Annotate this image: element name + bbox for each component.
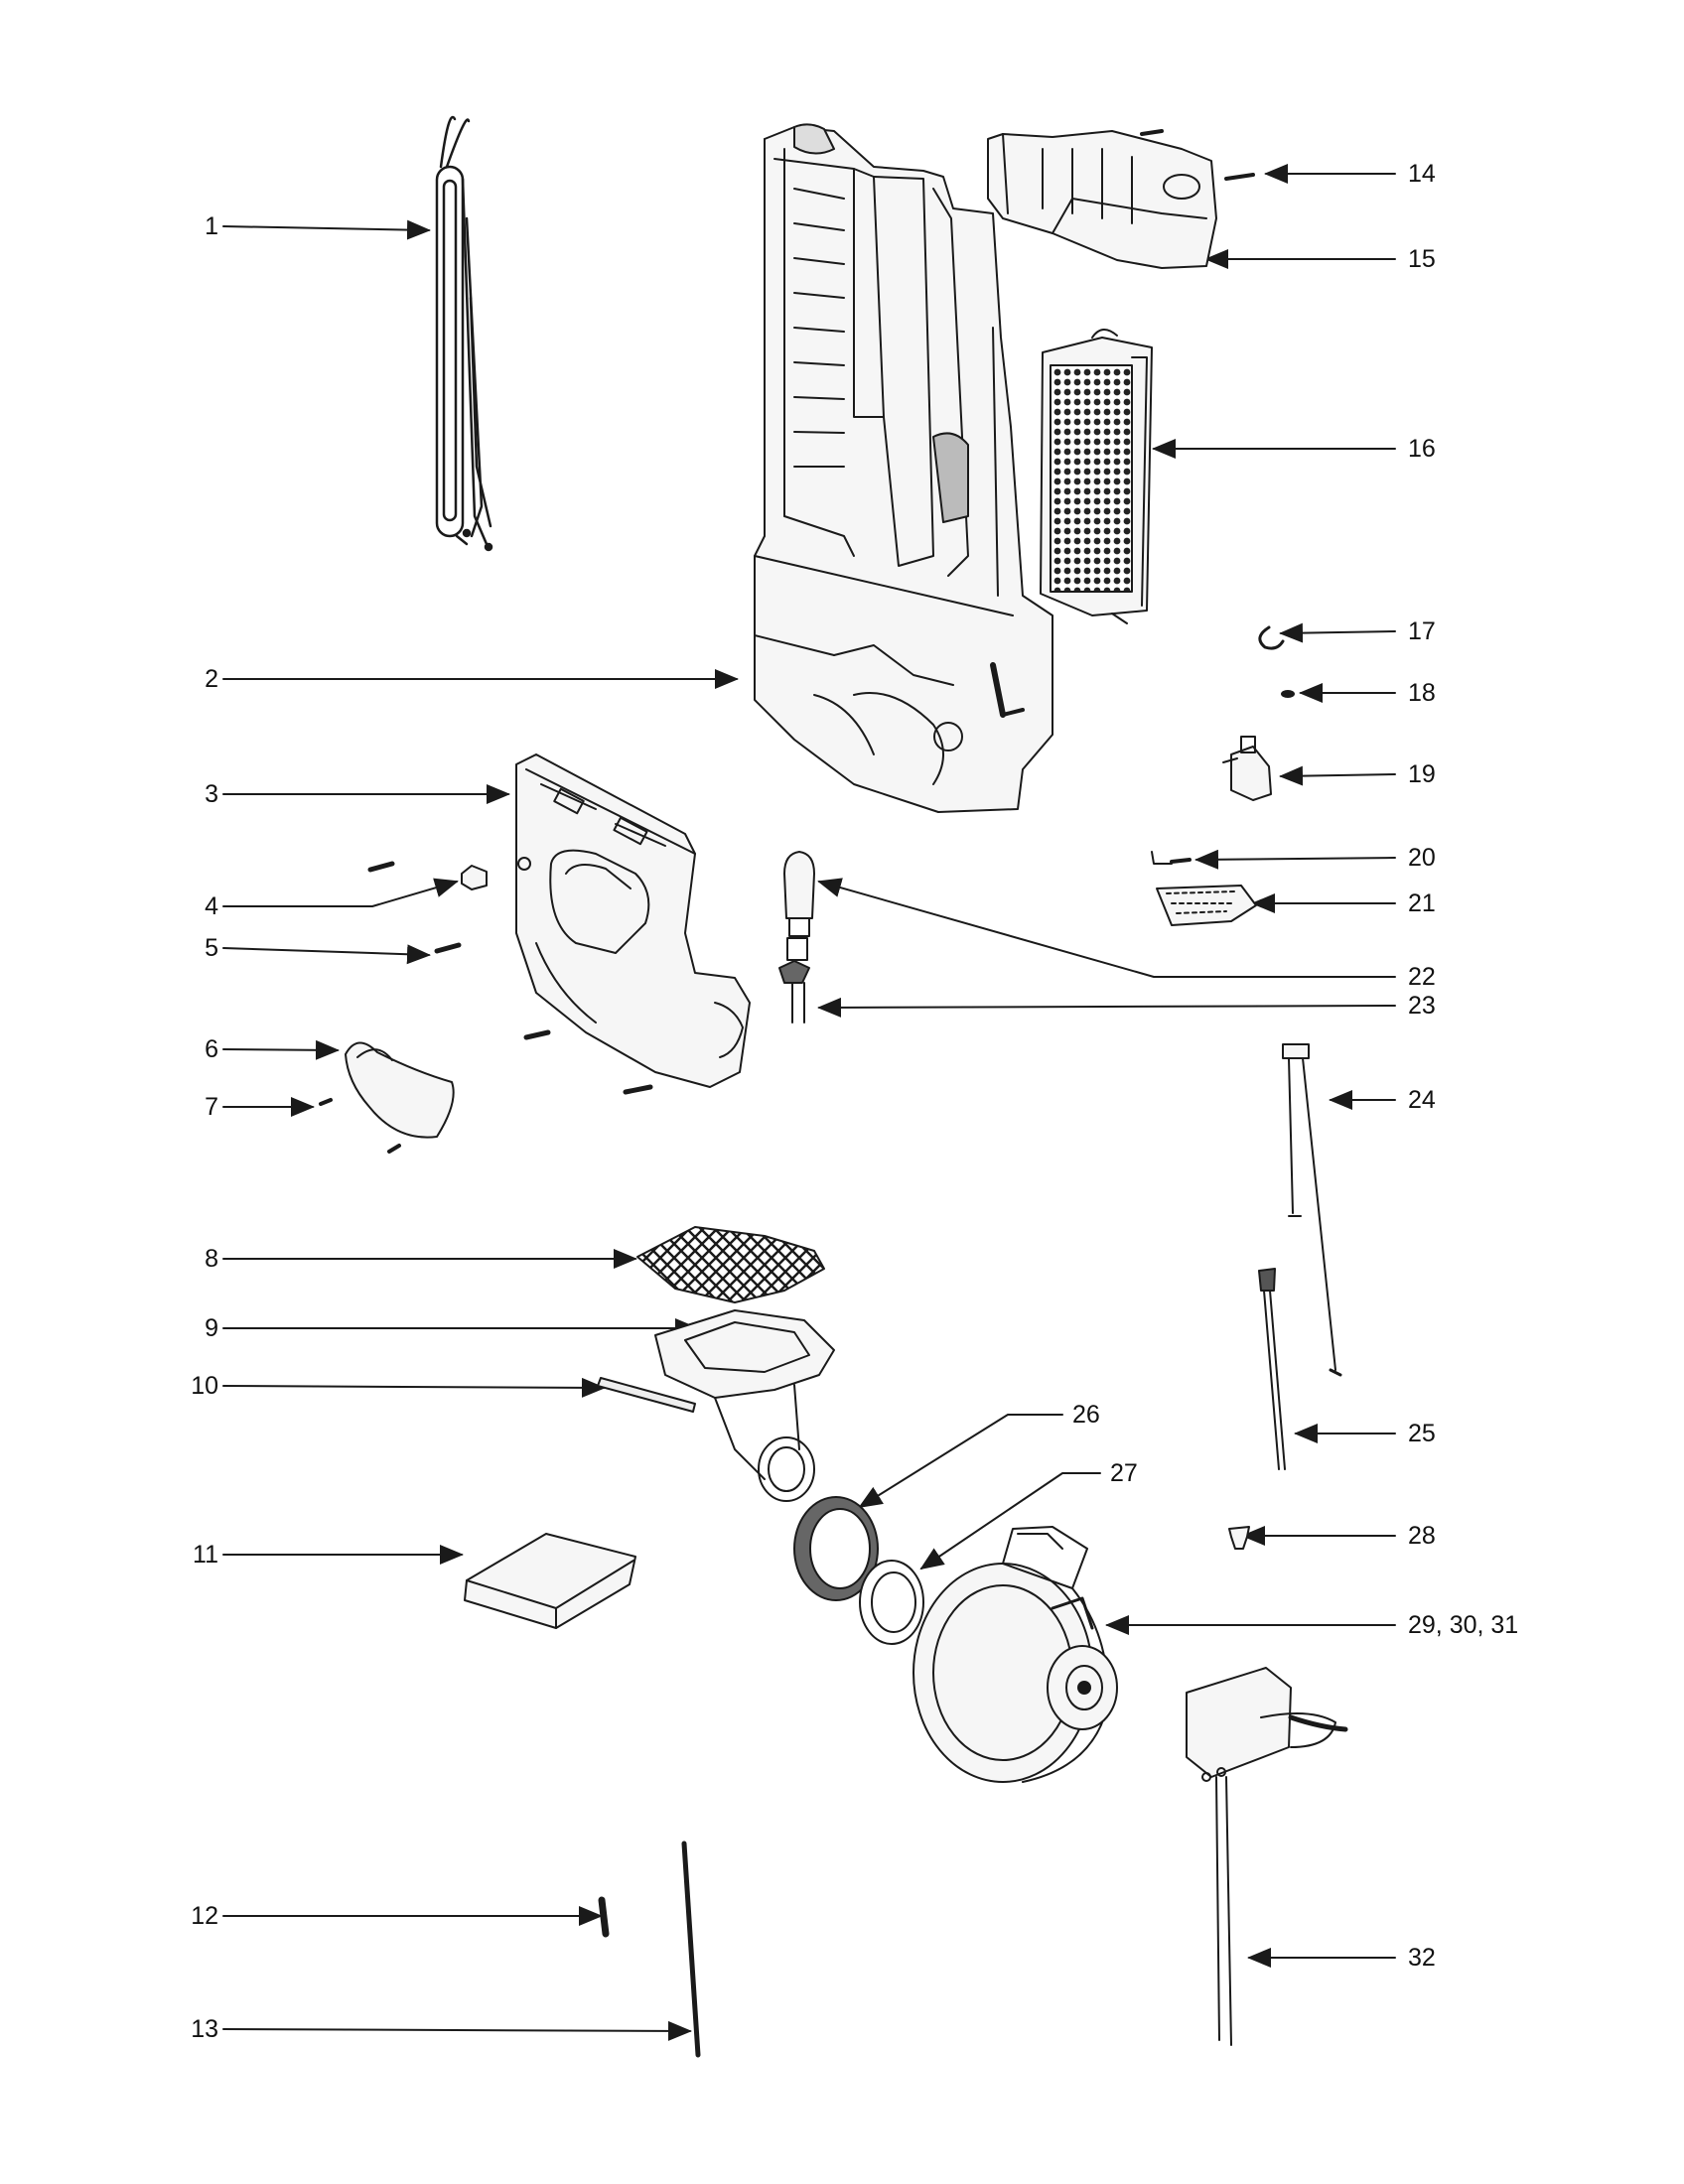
callout-29-30-31: 29, 30, 31 — [1408, 1611, 1519, 1639]
callout-3: 3 — [205, 780, 218, 808]
callout-16: 16 — [1408, 435, 1436, 463]
leader-arrows — [222, 164, 1396, 2041]
screw-5c — [523, 1029, 551, 1040]
circuit-board-21 — [1156, 885, 1257, 926]
socket-23 — [778, 937, 810, 1024]
power-cord — [435, 115, 493, 552]
leader-13 — [222, 2020, 692, 2041]
leader-17 — [1279, 622, 1396, 643]
screw-14b — [1224, 173, 1255, 181]
gasket-strip-10 — [597, 1377, 696, 1413]
fastener-28 — [1228, 1526, 1250, 1550]
leader-10 — [222, 1377, 606, 1398]
callout-7: 7 — [205, 1093, 218, 1121]
leader-5 — [222, 944, 431, 965]
leader-26 — [858, 1414, 1063, 1509]
cap-4 — [461, 865, 488, 890]
bulb-22 — [783, 851, 815, 937]
filter-pad-11 — [464, 1533, 636, 1629]
callout-27: 27 — [1110, 1459, 1138, 1487]
leader-27 — [919, 1472, 1101, 1570]
gasket-27 — [859, 1560, 924, 1645]
callout-15: 15 — [1408, 245, 1436, 273]
motor-29-31 — [912, 1526, 1118, 1783]
leader-4 — [222, 878, 459, 907]
callout-6: 6 — [205, 1035, 218, 1063]
seal-ring-26 — [793, 1496, 879, 1601]
leader-20 — [1194, 849, 1396, 870]
leader-22 — [817, 878, 1396, 978]
screw-5b — [434, 942, 462, 954]
callout-22: 22 — [1408, 963, 1436, 991]
leader-23 — [817, 997, 1396, 1018]
callout-25: 25 — [1408, 1420, 1436, 1447]
screw-7b — [387, 1144, 401, 1154]
callout-23: 23 — [1408, 992, 1436, 1020]
leader-1 — [222, 219, 431, 240]
callout-9: 9 — [205, 1314, 218, 1342]
callout-19: 19 — [1408, 760, 1436, 788]
leader-19 — [1279, 765, 1396, 786]
main-housing — [754, 123, 1053, 813]
hepa-filter — [1040, 329, 1153, 624]
rod-13 — [681, 1841, 701, 2058]
screw-5d — [623, 1084, 653, 1095]
callout-20: 20 — [1408, 844, 1436, 872]
screw-7a — [319, 1098, 333, 1106]
retaining-clip-17 — [1258, 625, 1285, 650]
leader-6 — [222, 1039, 340, 1060]
callout-10: 10 — [191, 1372, 218, 1400]
callout-21: 21 — [1408, 889, 1436, 917]
wire-pair-25 — [1258, 1268, 1286, 1470]
callout-28: 28 — [1408, 1522, 1436, 1550]
switch-19 — [1222, 736, 1272, 801]
front-cover — [515, 753, 751, 1088]
callout-26: 26 — [1072, 1401, 1100, 1429]
callout-1: 1 — [205, 212, 218, 240]
callout-17: 17 — [1408, 617, 1436, 645]
callout-4: 4 — [205, 892, 218, 920]
latch-6 — [345, 1041, 455, 1139]
callout-2: 2 — [205, 665, 218, 693]
switch-board-32 — [1186, 1667, 1348, 2046]
callout-8: 8 — [205, 1245, 218, 1273]
callout-13: 13 — [191, 2015, 218, 2043]
callout-11: 11 — [193, 1541, 218, 1569]
callout-14: 14 — [1408, 160, 1436, 188]
callout-5: 5 — [205, 934, 218, 962]
callout-32: 32 — [1408, 1944, 1436, 1972]
pin-12 — [598, 1896, 610, 1938]
callout-24: 24 — [1408, 1086, 1436, 1114]
mesh-screen-8 — [636, 1226, 825, 1303]
screw-14a — [1140, 129, 1164, 136]
pin-18 — [1281, 690, 1295, 698]
filter-housing-9 — [654, 1309, 835, 1502]
callout-18: 18 — [1408, 679, 1436, 707]
top-cover — [987, 130, 1217, 269]
wire-20 — [1151, 851, 1192, 865]
screw-5a — [367, 861, 395, 873]
callout-12: 12 — [191, 1902, 218, 1930]
wire-harness-24 — [1282, 1043, 1342, 1377]
